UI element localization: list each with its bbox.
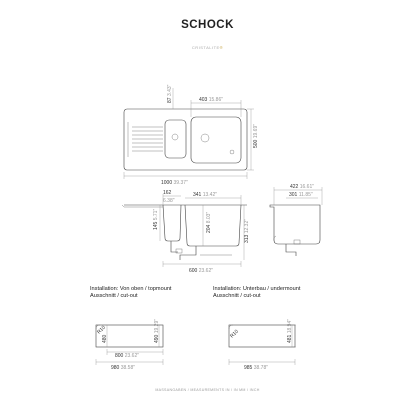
installation-topmount-caption: Installation: Von oben / topmount Aussch… [90, 286, 171, 300]
dim-313: 313 12.32" [243, 205, 250, 260]
installation-undermount-line1: Installation: Unterbau / undermount [213, 286, 301, 292]
dim-undermount-w: 985 38.78" [228, 359, 296, 371]
dim-bowl-width: 403 15.86" [190, 97, 242, 117]
topmount-radius-label: R10 [96, 325, 107, 336]
svg-text:403 15.86": 403 15.86" [199, 97, 223, 103]
svg-text:481 18.94": 481 18.94" [287, 319, 293, 343]
dim-162: 162 6.38" [162, 190, 181, 205]
dim-600: 600 23.62" [162, 261, 242, 274]
svg-text:162: 162 [163, 190, 172, 196]
dim-topmount-outer-h: 490 19.29" [154, 319, 163, 348]
dim-offset: 87 3.43" [167, 84, 174, 109]
installation-undermount-caption: Installation: Unterbau / undermount Auss… [213, 286, 300, 300]
drain-pipes [170, 241, 232, 260]
svg-text:600 23.62": 600 23.62" [189, 268, 213, 274]
drainer-grooves [127, 122, 163, 157]
topmount-cutout-rect [95, 324, 164, 348]
small-bowl-profile [162, 204, 182, 242]
installation-undermount-line2: Ausschnitt / cut-out [213, 293, 261, 299]
svg-text:480: 480 [102, 334, 108, 343]
dim-topmount-outer-w: 980 38.58" [95, 359, 164, 371]
undermount-cutout-rect [228, 324, 296, 348]
installation-topmount-line1: Installation: Von oben / topmount [90, 286, 172, 292]
svg-text:313 12.32": 313 12.32" [244, 219, 250, 243]
svg-text:145 5.71": 145 5.71" [153, 209, 159, 230]
svg-text:1000 39.37": 1000 39.37" [161, 180, 188, 186]
svg-text:490 19.29": 490 19.29" [154, 319, 160, 343]
series-prefix: CRISTALITE [191, 45, 220, 50]
svg-text:341 13.42": 341 13.42" [193, 192, 217, 198]
footer-note: MASSANGABEN / MEASUREMENTS IN / IN MM / … [155, 388, 260, 392]
svg-text:800 23.62": 800 23.62" [115, 353, 139, 359]
svg-text:301 11.85": 301 11.85" [289, 192, 313, 198]
dim-301: 301 11.85" [286, 192, 318, 199]
dim-undermount-h: 481 18.94" [287, 319, 296, 348]
series-name: CRISTALITE® [0, 45, 415, 50]
dim-topmount-inner-h: 480 [102, 325, 108, 347]
small-bowl [164, 119, 187, 159]
brand-logo: SCHOCK [181, 19, 234, 31]
large-drain [200, 133, 210, 143]
svg-text:87 3.43": 87 3.43" [167, 84, 173, 103]
large-bowl [190, 116, 242, 164]
undermount-radius-label: R10 [229, 329, 240, 340]
overflow [229, 149, 235, 155]
dim-depth: 500 19.69" [247, 108, 259, 171]
small-drain [171, 133, 179, 141]
svg-text:6.38": 6.38" [163, 198, 175, 204]
side-drain [285, 244, 297, 256]
installation-topmount-line2: Ausschnitt / cut-out [90, 293, 138, 299]
svg-text:980 38.58": 980 38.58" [111, 365, 135, 371]
dim-total-width: 1000 39.37" [123, 172, 248, 186]
series-suffix: ® [219, 45, 224, 50]
dim-422: 422 16.61" [273, 184, 323, 205]
dim-145: 145 5.71" [153, 205, 161, 241]
svg-text:985 38.78": 985 38.78" [244, 365, 268, 371]
large-bowl-profile [184, 204, 242, 247]
svg-text:422 16.61": 422 16.61" [290, 184, 314, 190]
svg-text:204 8.03": 204 8.03" [206, 212, 212, 233]
dim-341: 341 13.42" [185, 192, 242, 205]
sink-outline [123, 108, 248, 171]
dim-204: 204 8.03" [202, 205, 212, 246]
dim-topmount-inner-w: 800 23.62" [106, 349, 164, 359]
svg-text:500 19.69": 500 19.69" [253, 124, 259, 148]
